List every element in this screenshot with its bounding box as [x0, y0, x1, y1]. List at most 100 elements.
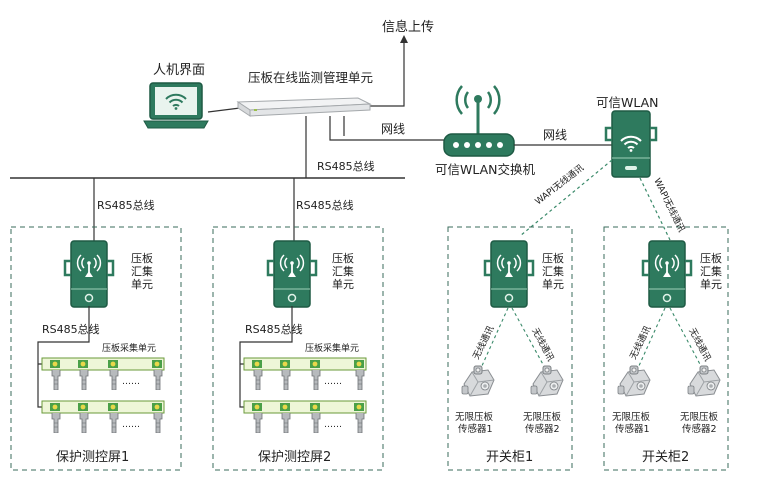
- wireless-link-4a: [637, 307, 666, 369]
- collection-strip: ……: [41, 357, 165, 390]
- agg-label-4a: 压板: [700, 251, 722, 265]
- press-plate-terminal: [153, 413, 163, 433]
- wireless-sensor-icon: [687, 365, 721, 397]
- group-label-3: 开关柜1: [486, 450, 533, 465]
- sensor-label-3a-l1: 无限压板: [455, 411, 494, 423]
- press-plate-terminal: [281, 413, 291, 433]
- terminal-screw: [254, 404, 260, 410]
- agg-label-1b: 汇集: [131, 264, 153, 278]
- agg-label-1a: 压板: [131, 251, 153, 265]
- collection-label-2: 压板采集单元: [305, 342, 359, 354]
- press-plate-terminal: [355, 413, 365, 433]
- terminal-screw: [52, 361, 58, 367]
- terminal-screw: [356, 361, 362, 367]
- group-frame-4: [603, 226, 729, 471]
- hmi-link: [207, 107, 241, 113]
- terminal-screw: [356, 404, 362, 410]
- agg-label-4b: 汇集: [700, 264, 722, 278]
- agg-label-2c: 单元: [332, 278, 354, 291]
- agg-label-4c: 单元: [700, 278, 722, 291]
- wireless-sensor-icon: [617, 365, 651, 397]
- collection-strip: ……: [243, 400, 367, 433]
- sensor-label-4b-l2: 传感器2: [682, 423, 717, 435]
- collection-label-1: 压板采集单元: [102, 342, 156, 354]
- press-plate-terminal: [355, 370, 365, 390]
- ellipsis-text: ……: [122, 377, 140, 387]
- antenna-box-icon: [483, 239, 535, 309]
- terminal-screw: [110, 404, 116, 410]
- sensor-label-3b-l2: 传感器2: [525, 423, 560, 435]
- network-line-label-2: 网线: [543, 128, 567, 142]
- wapi-link-label-2: WAPI无线通讯: [651, 176, 687, 234]
- terminal-screw: [282, 361, 288, 367]
- strip-rail: [41, 400, 165, 414]
- press-plate-terminal: [109, 370, 119, 390]
- press-plate-terminal: [79, 413, 89, 433]
- agg-label-2a: 压板: [332, 251, 354, 265]
- rs485-inner-label-2: RS485总线: [245, 322, 303, 336]
- wireless-link-4b: [669, 307, 703, 369]
- sensor-label-4a-l2: 传感器1: [615, 423, 650, 435]
- terminal-screw: [154, 361, 160, 367]
- wireless-sensor-icon: [530, 365, 564, 397]
- wifi-terminal-icon: [604, 110, 658, 178]
- rs485-inner-bus-1: [37, 306, 90, 408]
- agg-label-2b: 汇集: [332, 264, 354, 278]
- info-upload-arrow: [400, 35, 408, 43]
- press-plate-terminal: [281, 370, 291, 390]
- wlan-switch-label: 可信WLAN交换机: [435, 162, 536, 177]
- collection-strip: ……: [41, 400, 165, 433]
- group-frame-1: [10, 226, 182, 471]
- network-line-label-1: 网线: [381, 122, 405, 136]
- terminal-screw: [254, 361, 260, 367]
- mgmt-to-switch-cable-a: [329, 116, 445, 141]
- terminal-screw: [110, 361, 116, 367]
- press-plate-terminal: [253, 370, 263, 390]
- ellipsis-text: ……: [122, 420, 140, 430]
- terminal-screw: [52, 404, 58, 410]
- group-label-2: 保护测控屏2: [258, 450, 331, 465]
- press-plate-terminal: [79, 370, 89, 390]
- group-label-4: 开关柜2: [642, 450, 689, 465]
- agg-label-3c: 单元: [542, 278, 564, 291]
- wapi-link-line-1: [519, 159, 613, 237]
- rs485-inner-bus-2: [239, 306, 293, 408]
- terminal-screw: [80, 361, 86, 367]
- wapi-link-label-1: WAPI无线通讯: [532, 162, 586, 208]
- strip-rail: [243, 357, 367, 371]
- terminal-screw: [282, 404, 288, 410]
- terminal-screw: [312, 404, 318, 410]
- strip-rail: [243, 400, 367, 414]
- press-plate-terminal: [253, 413, 263, 433]
- sensor-label-4b-l1: 无限压板: [680, 411, 719, 423]
- press-plate-terminal: [311, 413, 321, 433]
- rack-server-icon: [236, 97, 372, 117]
- wireless-link-3a: [480, 307, 509, 369]
- group-frame-3: [447, 226, 573, 471]
- agg-label-3b: 汇集: [542, 264, 564, 278]
- rs485-inner-label-1: RS485总线: [42, 322, 100, 336]
- rs485-drop-label-1: RS485总线: [97, 198, 155, 212]
- antenna-box-icon: [266, 239, 318, 309]
- wireless-sensor-icon: [461, 365, 495, 397]
- sensor-label-4a-l1: 无限压板: [612, 411, 651, 423]
- press-plate-terminal: [109, 413, 119, 433]
- hmi-label: 人机界面: [153, 63, 205, 78]
- press-plate-terminal: [51, 370, 61, 390]
- agg-label-3a: 压板: [542, 251, 564, 265]
- laptop-wifi-icon: [143, 82, 209, 129]
- terminal-screw: [80, 404, 86, 410]
- wireless-label-3b: 无线通讯: [529, 326, 557, 363]
- collection-strip: ……: [243, 357, 367, 390]
- antenna-box-icon: [641, 239, 693, 309]
- ellipsis-text: ……: [324, 420, 342, 430]
- terminal-screw: [312, 361, 318, 367]
- group-frame-2: [212, 226, 384, 471]
- terminal-screw: [154, 404, 160, 410]
- info-upload-label: 信息上传: [382, 19, 434, 35]
- press-plate-terminal: [51, 413, 61, 433]
- group-label-1: 保护测控屏1: [56, 450, 129, 465]
- sensor-label-3b-l1: 无限压板: [523, 411, 562, 423]
- wifi-router-icon: [443, 85, 515, 157]
